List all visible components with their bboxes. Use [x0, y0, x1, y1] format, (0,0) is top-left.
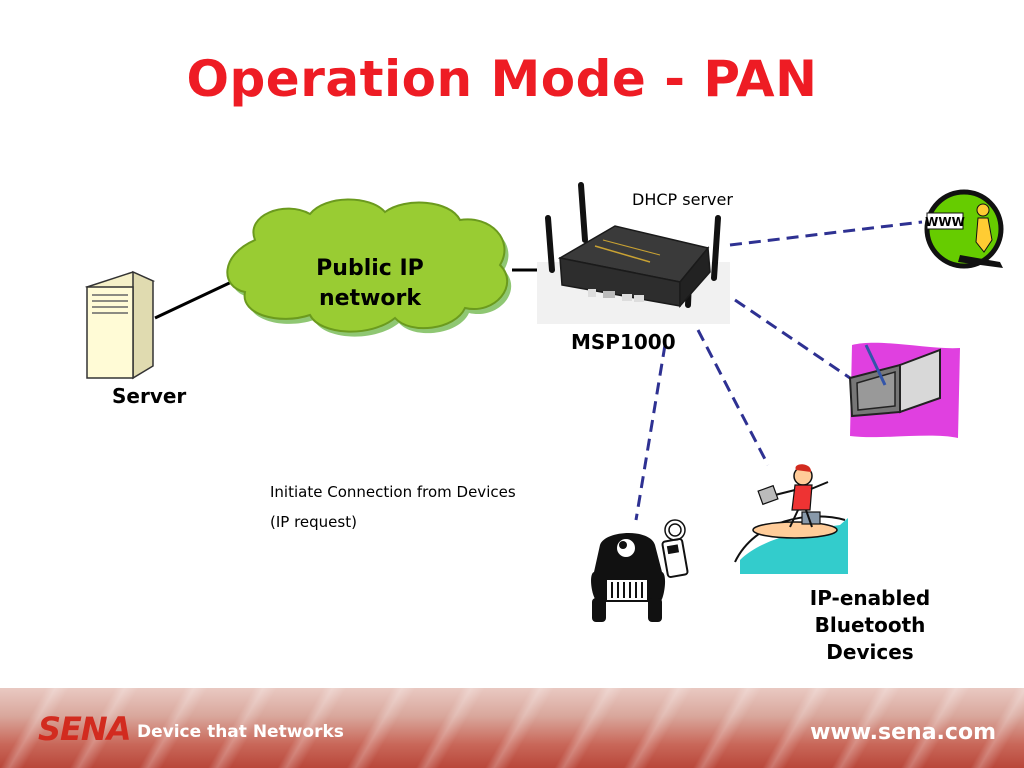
server-icon	[84, 270, 156, 380]
cloud-icon	[226, 198, 512, 337]
surfer-with-laptop-icon	[734, 464, 848, 574]
initiate-label-line2: (IP request)	[270, 513, 357, 531]
server-cloud-link	[154, 276, 241, 320]
footer-stripes	[0, 688, 1024, 768]
devices-label-line3: Devices	[826, 640, 914, 664]
car-with-phone-icon	[591, 519, 689, 622]
devices-label-line1: IP-enabled	[809, 586, 931, 610]
sena-logo: SENA	[38, 710, 131, 748]
svg-text:WWW: WWW	[925, 215, 965, 229]
link-to-surfer	[696, 329, 770, 466]
slide-title: Operation Mode - PAN	[186, 50, 818, 108]
server-label: Server	[112, 384, 187, 408]
devices-label: IP-enabled Bluetooth Devices	[790, 585, 950, 666]
msp1000-router-icon	[537, 182, 730, 324]
devices-label-line2: Bluetooth	[814, 613, 926, 637]
network-diagram: WWW	[84, 182, 1004, 622]
cloud-label-line1: Public IP	[316, 256, 424, 281]
link-to-www	[729, 220, 923, 247]
cloud-label: Public IP network	[290, 254, 450, 314]
footer-background	[0, 688, 1024, 768]
pda-tablet-icon	[848, 342, 960, 438]
dhcp-server-label: DHCP server	[632, 190, 733, 209]
link-to-car	[634, 344, 667, 521]
wireless-links	[634, 220, 923, 521]
initiate-label-line1: Initiate Connection from Devices	[270, 483, 516, 501]
footer-url: www.sena.com	[810, 720, 996, 745]
msp1000-label: MSP1000	[571, 330, 676, 354]
footer-slogan: Device that Networks	[137, 722, 344, 742]
cloud-label-line2: network	[318, 286, 422, 311]
link-to-pda	[734, 298, 851, 380]
footer-banner: SENA Device that Networks www.sena.com	[0, 688, 1024, 768]
www-icon: WWW	[924, 189, 1004, 269]
